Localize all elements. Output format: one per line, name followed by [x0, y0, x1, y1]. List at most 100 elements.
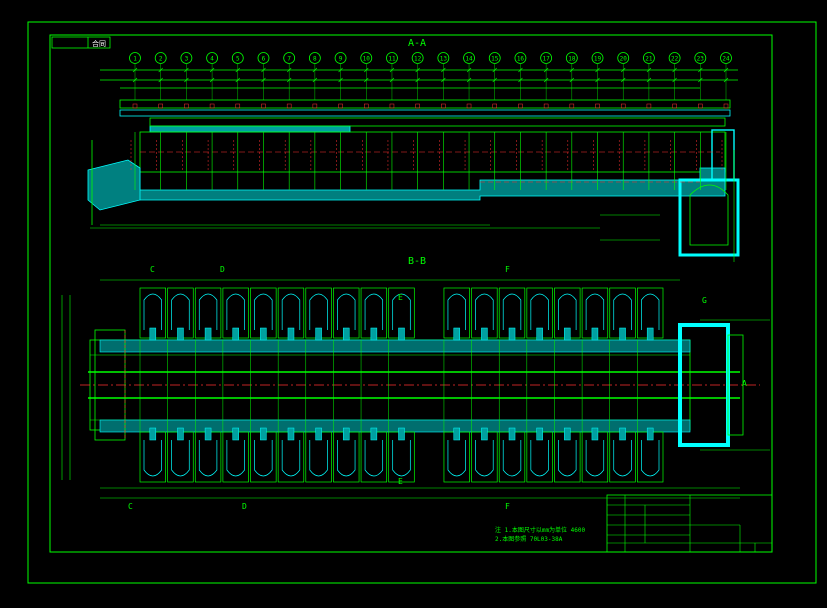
axis-bubble: 11: [386, 52, 398, 100]
axis-bubble: 2: [154, 52, 167, 100]
axis-bubble: 3: [180, 52, 193, 100]
aa-top-dimension-lines: [100, 69, 738, 89]
filter-cell-lower: [194, 427, 222, 483]
axis-bubble: 24: [720, 52, 732, 100]
axis-bubble-label: 6: [262, 56, 266, 63]
axis-bubble-label: 11: [388, 56, 396, 63]
axis-bubble: 17: [540, 52, 553, 100]
axis-bubble-label: 14: [465, 56, 473, 63]
filter-cell-upper: [277, 287, 305, 341]
filter-cell-lower: [609, 427, 636, 483]
note-line-2: 2.本图参照 70L03-38A: [495, 535, 563, 543]
filter-cell-upper: [609, 287, 636, 341]
axis-bubble: 4: [206, 52, 218, 100]
filter-cell-upper: [443, 287, 470, 341]
top-left-label-box: 合同: [51, 36, 111, 49]
section-marker-bottom: C: [128, 502, 133, 511]
section-marker-side: E: [398, 293, 403, 302]
axis-bubble: 8: [308, 52, 321, 100]
axis-bubble: 9: [334, 52, 347, 100]
section-marker-top: F: [505, 265, 510, 274]
filter-cell-upper: [250, 287, 277, 341]
axis-bubble: 6: [257, 52, 270, 100]
aa-dimension-ticks: [132, 67, 729, 83]
sheet-outer-frame: [27, 21, 817, 584]
filter-cell-lower: [222, 427, 249, 483]
filter-cell-upper: [388, 287, 415, 341]
axis-bubble-label: 18: [568, 56, 576, 63]
filter-cell-upper: [167, 287, 194, 341]
axis-bubble-label: 7: [287, 56, 291, 63]
filter-cell-upper: [333, 287, 360, 341]
axis-bubble: 16: [514, 52, 527, 100]
filter-cell-lower: [333, 427, 360, 483]
section-aa-title: A-A: [408, 38, 426, 49]
axis-bubble: 23: [694, 52, 707, 100]
axis-bubble-label: 21: [645, 56, 653, 63]
filter-cell-lower: [554, 427, 581, 483]
axis-bubble-label: 2: [159, 56, 163, 63]
filter-cell-upper: [498, 287, 526, 341]
filter-cell-lower: [637, 427, 664, 483]
section-marker-top: D: [220, 265, 225, 274]
axis-bubble-label: 5: [236, 56, 240, 63]
section-marker-bottom: E: [398, 477, 403, 486]
axis-bubble-label: 10: [363, 56, 371, 63]
axis-bubble-label: 19: [594, 56, 602, 63]
axis-bubble-label: 8: [313, 56, 317, 63]
aa-left-inlet: [87, 159, 141, 211]
filter-cell-lower: [526, 427, 553, 483]
axis-bubble-label: 9: [339, 56, 343, 63]
filter-cell-upper: [581, 287, 609, 341]
axis-bubble: 20: [617, 52, 630, 100]
filter-cell-lower: [305, 427, 332, 483]
filter-cell-upper: [637, 287, 664, 341]
bb-upper-hatch-band: [99, 339, 691, 353]
filter-cell-upper: [139, 287, 166, 341]
filter-cell-upper: [222, 287, 249, 341]
axis-bubble: 10: [360, 52, 373, 100]
axis-bubble: 21: [643, 52, 655, 100]
axis-bubble: 18: [565, 52, 578, 100]
axis-bubble: 19: [591, 52, 604, 100]
section-marker-side: G: [702, 296, 707, 305]
section-aa-drawing: [87, 99, 740, 262]
section-bb-title: B-B: [408, 256, 426, 267]
aa-top-slab: [119, 99, 731, 109]
section-marker-side: A: [742, 379, 747, 388]
title-block: [606, 494, 773, 553]
filter-cell-upper: [471, 287, 498, 341]
axis-bubble-label: 13: [440, 56, 448, 63]
axis-bubble-label: 3: [185, 56, 189, 63]
axis-bubble-label: 17: [543, 56, 551, 63]
filter-cell-lower: [581, 427, 609, 483]
sheet-inner-border: [49, 34, 773, 553]
axis-bubble-label: 12: [414, 56, 422, 63]
axis-bubble: 5: [231, 52, 244, 100]
aa-roof-beam: [119, 109, 731, 117]
aa-left-upper-hatch: [149, 125, 351, 133]
filter-cell-upper: [305, 287, 332, 341]
aa-bottom-slab: [99, 167, 726, 201]
aa-upper-box: [149, 117, 726, 127]
axis-bubble-label: 20: [620, 56, 628, 63]
filter-cell-upper: [526, 287, 553, 341]
filter-cell-lower: [471, 427, 498, 483]
aa-right-sump: [678, 178, 740, 257]
note-line-1: 注 1.本图尺寸以mm为单位 4600: [495, 526, 586, 534]
filter-cell-lower: [139, 427, 166, 483]
axis-bubble-label: 16: [517, 56, 525, 63]
bb-lower-hatch-band: [99, 419, 691, 433]
filter-cell-lower: [498, 427, 526, 483]
axis-bubble: 7: [283, 52, 296, 100]
aa-annotation-ticks: [130, 103, 729, 170]
filter-cell-lower: [277, 427, 305, 483]
filter-cell-upper: [554, 287, 581, 341]
filter-cell-upper: [360, 287, 388, 341]
bb-filter-cells: [139, 287, 664, 483]
axis-bubble-label: 4: [210, 56, 214, 63]
section-marker-bottom: F: [505, 502, 510, 511]
